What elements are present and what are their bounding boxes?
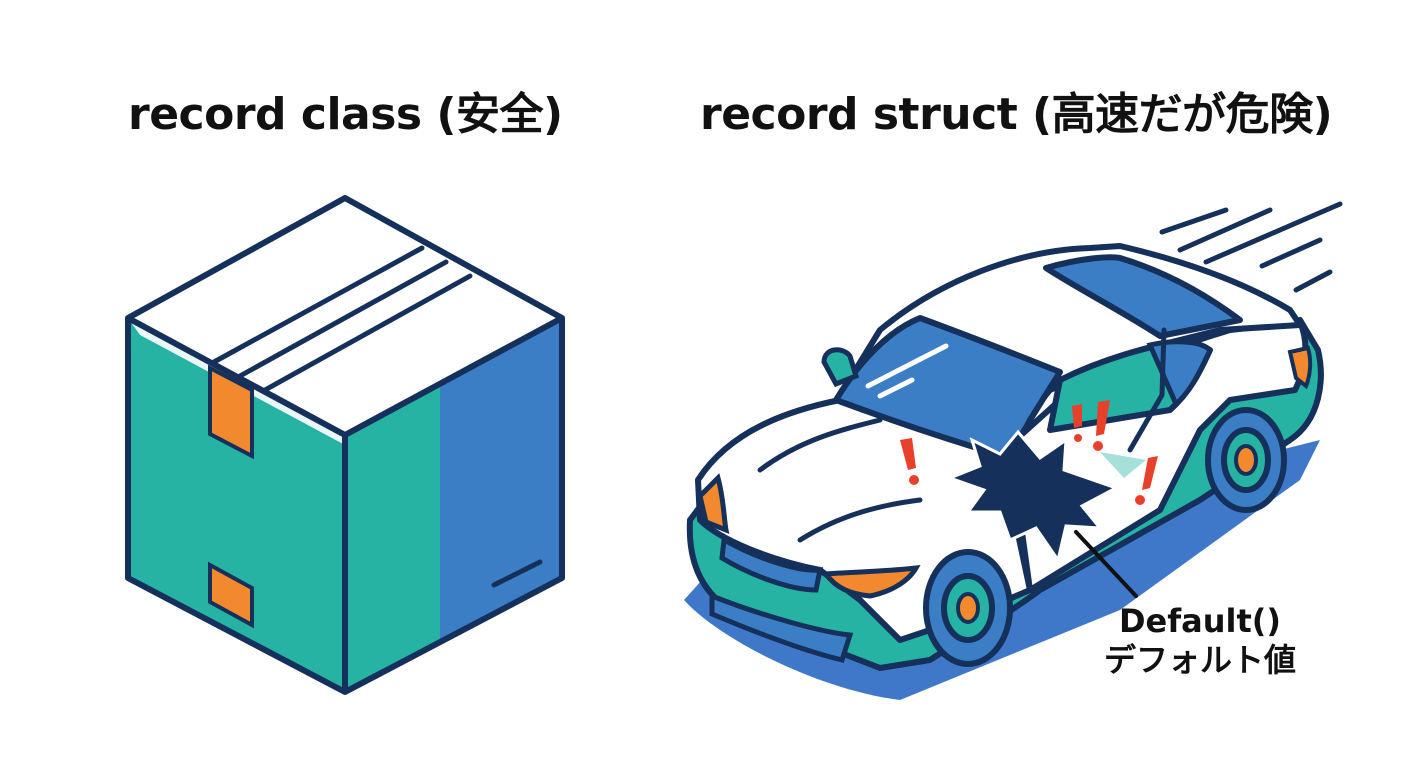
record-class-title: record class (安全) <box>128 89 563 140</box>
car-lower-grille <box>709 592 854 663</box>
car-windshield <box>833 315 1063 458</box>
car-roof-glass <box>1043 254 1243 339</box>
record-struct-title: record struct (高速だが危険) <box>700 89 1333 140</box>
callout-pointer <box>1074 530 1138 598</box>
cardboard-box-illustration <box>125 195 565 695</box>
car-taillight <box>1287 345 1313 390</box>
warning-exclamations <box>900 400 1158 505</box>
car-side-mirror <box>821 347 860 388</box>
car-grille <box>719 535 824 593</box>
car-wheel-rear <box>1205 407 1287 513</box>
crack-burst <box>945 429 1120 564</box>
sports-car-illustration <box>684 201 1343 700</box>
box-tape-bottom-tab <box>208 561 254 629</box>
speed-lines <box>1159 201 1343 293</box>
callout-line-2: デフォルト値 <box>1103 641 1296 680</box>
car-wheel-front <box>923 549 1013 667</box>
box-tape-top-tab <box>208 364 254 460</box>
default-value-callout: Default() デフォルト値 <box>1080 602 1320 680</box>
car-headlight-right <box>821 564 921 599</box>
box-right-face-highlight <box>345 384 440 692</box>
car-headlight-left <box>697 473 730 535</box>
callout-line-1: Default() <box>1118 602 1282 640</box>
